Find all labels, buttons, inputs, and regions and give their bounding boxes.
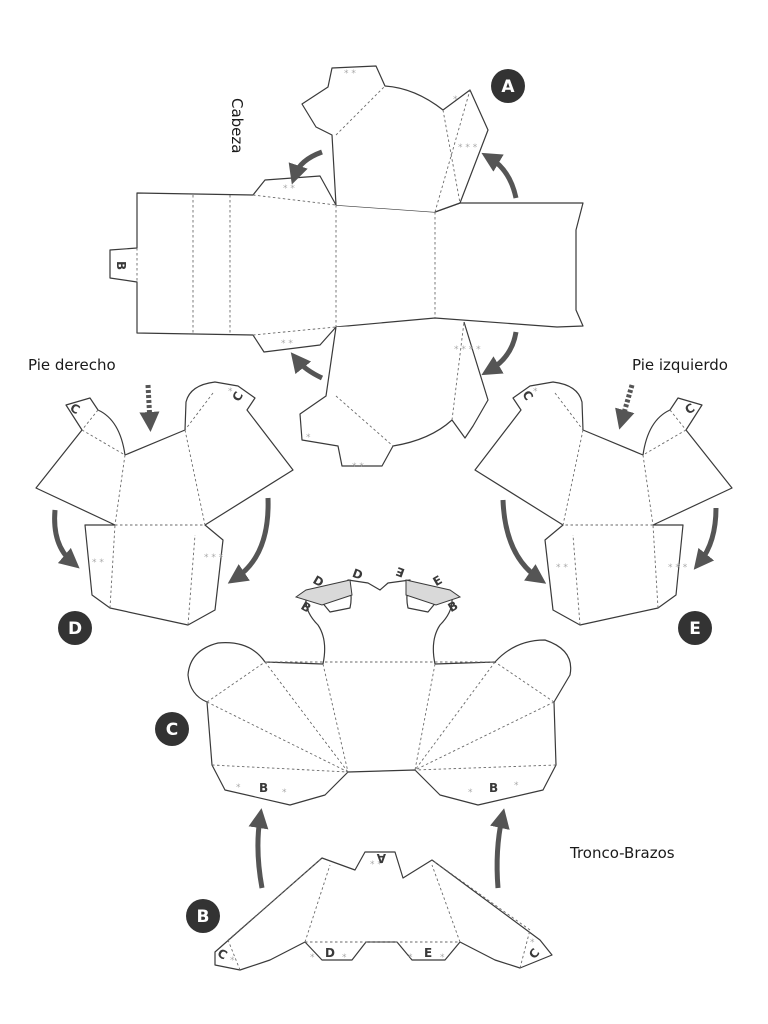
svg-text:*: * [342,953,347,963]
svg-text:* *: * * [281,339,293,349]
head-piece: * * * * * * * * * * * * * * * * * B [109,65,584,472]
svg-text:* *: * * [283,184,295,194]
svg-text:* *: * * [556,563,568,573]
badge-d: D [58,611,92,645]
svg-text:*: * [440,953,445,963]
svg-text:*: * [230,956,235,966]
fold-arrow-left-foot-left [500,499,547,584]
torso-tab-b-bottom-right: B [489,781,498,795]
fold-arrow-head-top-right [481,152,519,199]
badge-a-text: A [501,77,515,97]
fold-arrow-left-foot-right [693,507,719,570]
svg-text:*: * [468,788,473,798]
svg-text:* * *: * * * [668,563,688,573]
fold-arrow-right-foot-left [52,509,80,569]
fold-arrow-right-foot-right [227,497,271,584]
svg-text:*: * [514,781,519,791]
right-foot-piece: * * * * * * C C [35,381,294,626]
fold-arrow-b-to-c-right [490,808,510,889]
badge-b: B [186,899,220,933]
label-cabeza: Cabeza [228,98,246,153]
badge-b-text: B [197,907,210,927]
piece-b-tab-d: D [325,946,335,960]
fold-arrow-head-top-left [288,149,323,185]
svg-text:* * *: * * * [204,553,224,563]
badge-a: A [491,69,525,103]
label-tronco-brazos: Tronco-Brazos [569,844,675,862]
piece-b-tab-a: A [376,851,386,865]
torso-arms-piece: * * * * B D D E E B B B [187,564,572,806]
label-pie-derecho: Pie derecho [28,356,116,374]
svg-text:* * *: * * * [458,143,478,153]
svg-text:* *: * * [352,462,364,472]
badge-e-text: E [689,619,701,639]
svg-text:* * * *: * * * * [454,345,481,355]
svg-text:*: * [236,783,241,793]
label-pie-izquierdo: Pie izquierdo [632,356,728,374]
torso-tab-e-1: E [394,564,406,580]
badge-e: E [678,611,712,645]
fold-arrow-b-to-c-left [248,808,269,889]
fold-arrow-left-foot-top [615,384,635,430]
badge-d-text: D [68,619,82,639]
badge-c: C [155,712,189,746]
fold-arrow-head-bottom-right [481,331,519,376]
fold-arrow-head-bottom-left [290,352,324,381]
svg-text:* *: * * [344,69,356,79]
torso-tab-d-2: D [351,566,365,583]
svg-text:* *: * * [370,860,382,870]
lower-body-piece: * * * * * * * * A D E C C [214,851,553,971]
svg-text:*: * [533,387,538,397]
svg-text:*: * [453,95,458,105]
head-tab-b: B [114,261,128,270]
svg-text:*: * [228,387,233,397]
svg-text:*: * [530,938,535,948]
svg-text:*: * [282,788,287,798]
badge-c-text: C [166,720,178,740]
svg-text:*: * [306,433,311,443]
svg-text:* *: * * [92,558,104,568]
left-foot-piece: * * * * * * C C [474,381,733,626]
svg-text:*: * [310,953,315,963]
torso-tab-b-bottom-left: B [259,781,268,795]
piece-b-tab-e: E [424,946,432,960]
svg-text:*: * [408,953,413,963]
fold-arrow-right-foot-top [139,384,160,432]
